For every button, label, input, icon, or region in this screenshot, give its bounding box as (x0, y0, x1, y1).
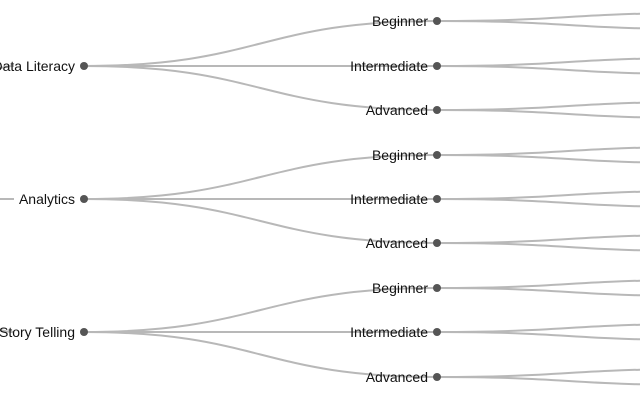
leaf-link (436, 368, 640, 378)
branch-link (83, 331, 438, 378)
leaf-node-dot[interactable] (433, 151, 441, 159)
branch-link (83, 154, 438, 200)
leaf-link (436, 101, 640, 111)
leaf-label: Advanced (366, 369, 428, 385)
leaf-link (436, 146, 640, 156)
leaf-node-dot[interactable] (433, 373, 441, 381)
leaf-link (436, 198, 640, 208)
branch-node-dot[interactable] (80, 195, 88, 203)
leaf-label: Beginner (372, 280, 428, 296)
leaf-link (436, 376, 640, 386)
branch-node[interactable]: Analytics (19, 191, 88, 207)
branch-node-dot[interactable] (80, 62, 88, 70)
leaf-label: Advanced (366, 102, 428, 118)
branch-label: Data Literacy (0, 58, 75, 74)
leaf-link (436, 279, 640, 289)
branch-node[interactable]: Story Telling (0, 324, 88, 340)
root-link (0, 328, 15, 333)
branch-link (83, 287, 438, 333)
leaf-node[interactable]: Advanced (366, 369, 441, 385)
leaf-node-dot[interactable] (433, 195, 441, 203)
branch-link (83, 65, 438, 111)
leaf-link (436, 234, 640, 244)
leaf-link (436, 65, 640, 75)
leaf-node[interactable]: Beginner (372, 280, 441, 296)
leaf-node-dot[interactable] (433, 239, 441, 247)
leaf-node-dot[interactable] (433, 284, 441, 292)
leaf-link (436, 287, 640, 297)
leaf-node-dot[interactable] (433, 106, 441, 114)
leaf-link (436, 20, 640, 30)
leaf-node[interactable]: Advanced (366, 102, 441, 118)
leaf-label: Intermediate (350, 191, 428, 207)
leaf-link (436, 57, 640, 67)
branch-link (83, 20, 438, 67)
leaf-node-dot[interactable] (433, 17, 441, 25)
leaf-link (436, 190, 640, 200)
leaf-link (436, 323, 640, 333)
links-layer (0, 12, 640, 386)
leaf-node[interactable]: Intermediate (350, 58, 441, 74)
leaf-link (436, 109, 640, 119)
leaf-label: Advanced (366, 235, 428, 251)
leaf-label: Beginner (372, 147, 428, 163)
branch-node-dot[interactable] (80, 328, 88, 336)
leaf-label: Beginner (372, 13, 428, 29)
branch-label: Story Telling (0, 324, 75, 340)
leaf-link (436, 242, 640, 252)
leaf-link (436, 12, 640, 22)
leaf-node[interactable]: Beginner (372, 13, 441, 29)
leaf-node[interactable]: Intermediate (350, 191, 441, 207)
leaf-label: Intermediate (350, 324, 428, 340)
leaf-label: Intermediate (350, 58, 428, 74)
root-link (0, 65, 15, 70)
leaf-node[interactable]: Intermediate (350, 324, 441, 340)
branch-label: Analytics (19, 191, 75, 207)
leaf-node-dot[interactable] (433, 62, 441, 70)
leaf-node-dot[interactable] (433, 328, 441, 336)
branch-node[interactable]: Data Literacy (0, 58, 88, 74)
leaf-link (436, 331, 640, 341)
leaf-node[interactable]: Beginner (372, 147, 441, 163)
leaf-link (436, 154, 640, 164)
branch-link (83, 198, 438, 244)
leaf-node[interactable]: Advanced (366, 235, 441, 251)
